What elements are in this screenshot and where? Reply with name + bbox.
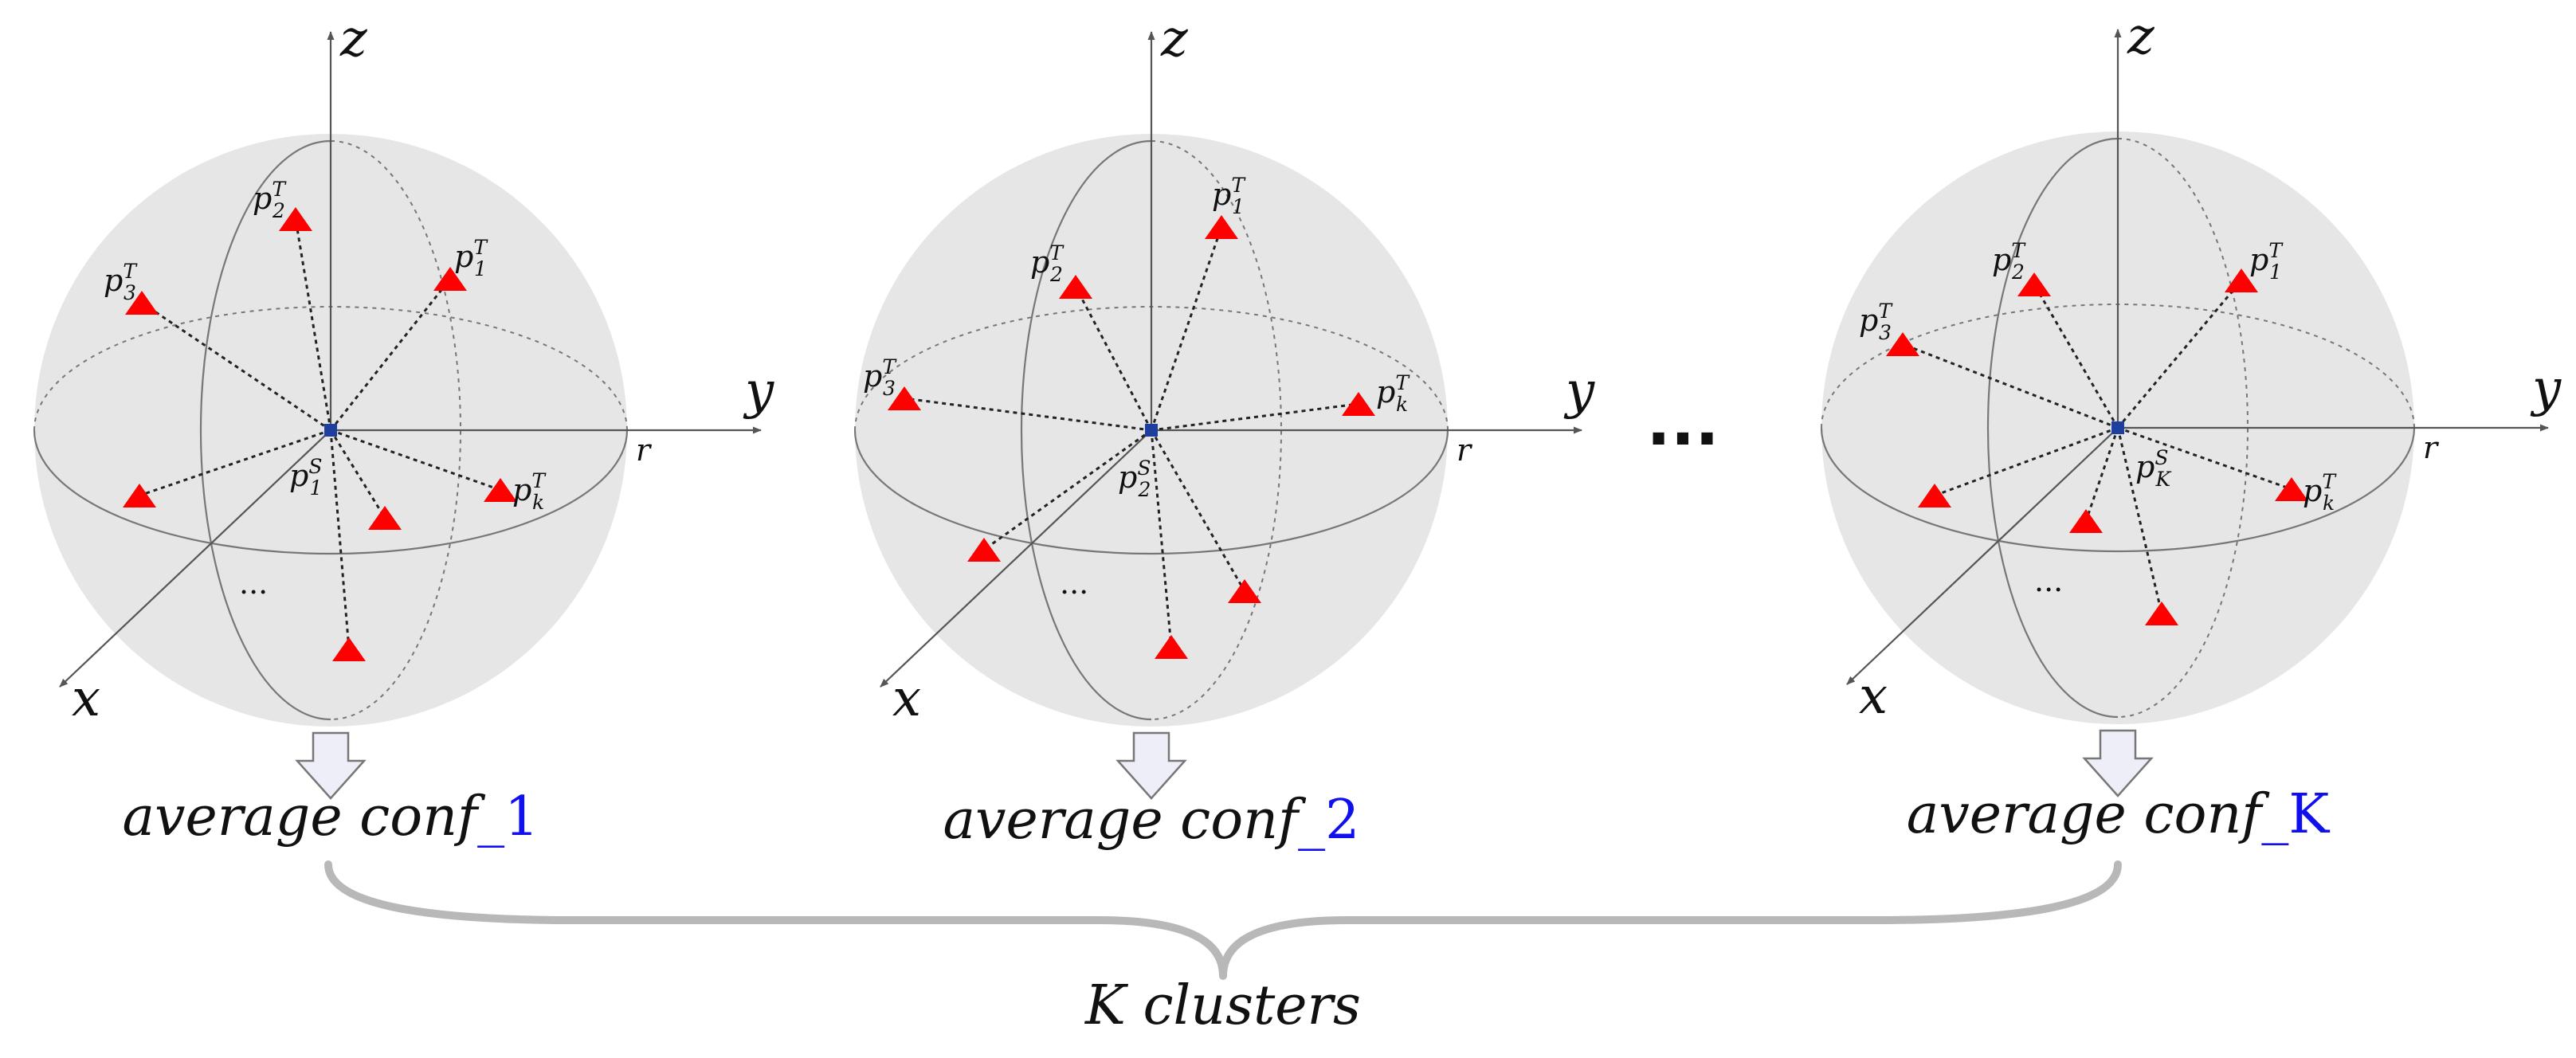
sphere-K-target-point [2275, 477, 2308, 501]
sphere-1-ray [139, 429, 331, 497]
sphere-K-source-point [2111, 421, 2124, 434]
sphere-1-radius-label: r [636, 433, 653, 468]
between-spheres-ellipsis: ... [1646, 386, 1719, 460]
sphere-2-ray [904, 397, 1152, 432]
sphere-K-target-point [1918, 484, 1951, 507]
sphere-2-conf-label: average conf_2 [943, 789, 1360, 852]
sphere-1-x-axis [59, 429, 331, 688]
sphere-1-ray [294, 218, 332, 431]
sphere-2-x-axis [880, 429, 1152, 688]
sphere-K-x-label: x [1859, 667, 1888, 726]
sphere-1-target-point [368, 506, 402, 530]
sphere-1-source-point [324, 424, 337, 437]
sphere-K-ray [2116, 280, 2243, 429]
sphere-2-ray [1074, 286, 1153, 431]
sphere-2-target-point [1342, 392, 1375, 416]
sphere-2-meridian-front [1020, 139, 1152, 721]
sphere-1-target-point [484, 478, 517, 502]
sphere-1-target-point [332, 637, 366, 661]
sphere-K-ray [1934, 426, 2119, 497]
sphere-K-ray [2084, 427, 2119, 522]
sphere-K-target-point [2069, 509, 2103, 533]
sphere-K-radius-label: r [2423, 430, 2440, 465]
sphere-1-ray [329, 278, 452, 431]
sphere-1-conf-label: average conf_1 [123, 786, 539, 848]
sphere-K-y-label: y [2530, 359, 2562, 418]
sphere-2-target-point [1228, 579, 1261, 603]
sphere-1-z-label: z [339, 10, 368, 69]
sphere-2-ray [1150, 226, 1223, 431]
sphere-1-target-point [123, 484, 156, 507]
sphere-K-conf-label: average conf_K [1907, 783, 2331, 846]
sphere-2-meridian-back [1151, 140, 1282, 720]
sphere-K-target-point [2145, 601, 2178, 625]
sphere-1-ray [329, 429, 386, 519]
sphere-K-ray [1902, 343, 2119, 429]
sphere-2-inner-ellipsis: ... [1060, 566, 1088, 601]
sphere-2-ray [983, 429, 1152, 551]
sphere-2-equator-front [853, 429, 1449, 555]
sphere-2-ray [1150, 429, 1246, 592]
sphere-2-y-label: y [1563, 362, 1595, 421]
sphere-2-x-label: x [892, 669, 921, 728]
sphere-K-inner-ellipsis: ... [2034, 563, 2063, 598]
sphere-1-target-point [125, 291, 159, 315]
sphere-1-target-point [279, 207, 312, 231]
sphere-1-meridian-back [330, 140, 461, 720]
sphere-K-target-point [2017, 272, 2051, 296]
sphere-1-down-arrow [295, 731, 367, 800]
sphere-1-inner-ellipsis: ... [239, 566, 268, 601]
sphere-2-target-point [1155, 635, 1188, 659]
sphere-1-target-point [433, 267, 467, 291]
sphere-K-equator-front [1820, 427, 2416, 553]
sphere-2-target-point [967, 538, 1001, 562]
sphere-K-target-point [2225, 268, 2258, 292]
sphere-2-down-arrow [1115, 731, 1187, 800]
sphere-2-target-point [888, 386, 921, 410]
sphere-1-equator-front [33, 429, 629, 555]
sphere-K-meridian-front [1986, 137, 2119, 719]
cluster-label: K clusters [1084, 974, 1361, 1037]
sphere-1-ray [141, 301, 331, 432]
sphere-K-ray [2117, 426, 2292, 491]
sphere-2-radius-label: r [1457, 433, 1473, 468]
sphere-2-source-point [1145, 424, 1158, 437]
sphere-2-z-label: z [1160, 10, 1189, 69]
sphere-1-meridian-front [199, 139, 331, 721]
sphere-2-target-point [1059, 275, 1092, 299]
sphere-1-x-label: x [72, 669, 100, 728]
sphere-1-y-label: y [743, 362, 774, 421]
sphere-1-ray [330, 429, 501, 492]
sphere-K-x-axis [1846, 427, 2119, 685]
sphere-2-ray [1151, 402, 1359, 432]
sphere-K-z-label: z [2127, 7, 2155, 66]
cluster-brace [324, 860, 2122, 980]
sphere-K-ray [2033, 284, 2119, 429]
sphere-K-down-arrow [2082, 729, 2154, 797]
sphere-K-meridian-back [2117, 138, 2249, 718]
sphere-K-target-point [1886, 332, 1919, 356]
sphere-2-target-point [1205, 215, 1238, 239]
